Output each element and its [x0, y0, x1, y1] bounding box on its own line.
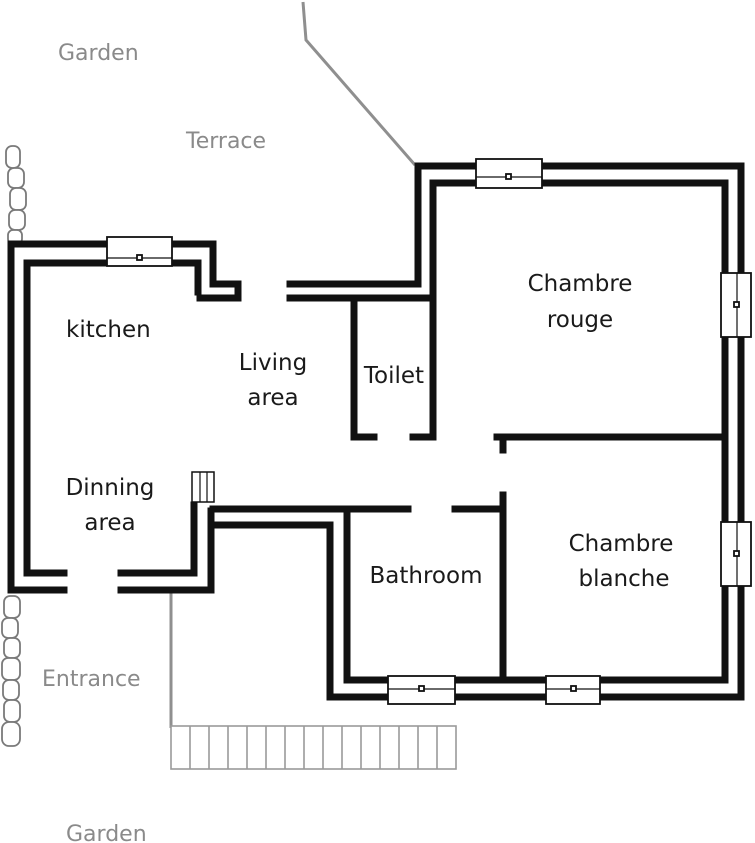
label-dinning-area-line2: area: [84, 510, 135, 536]
label-kitchen: kitchen: [66, 317, 151, 343]
label-toilet: Toilet: [363, 363, 424, 389]
stone-wall-lower: [1, 595, 21, 747]
label-bathroom: Bathroom: [370, 563, 483, 589]
label-chambre-blanche-line1: Chambre: [569, 531, 674, 557]
label-living-area-line2: area: [247, 385, 298, 411]
window-chambre-blanche-bottom: [545, 675, 601, 705]
entrance-steps: [170, 725, 457, 770]
window-chambre-blanche-right: [720, 521, 752, 587]
kitchen-door-marker: [191, 471, 215, 503]
label-living-area-line1: Living: [239, 350, 307, 376]
label-garden-top: Garden: [58, 41, 139, 66]
label-terrace: Terrace: [185, 129, 266, 154]
label-garden-bottom: Garden: [66, 822, 147, 843]
window-kitchen-top: [106, 236, 173, 267]
label-chambre-rouge-line2: rouge: [547, 307, 613, 333]
window-chambre-rouge-top: [475, 158, 543, 189]
window-bathroom-bottom: [387, 675, 456, 705]
label-dinning-area-line1: Dinning: [66, 475, 155, 501]
window-chambre-rouge-right: [720, 272, 752, 338]
label-chambre-blanche-line2: blanche: [578, 566, 669, 592]
label-entrance: Entrance: [42, 667, 141, 692]
stone-wall-upper: [5, 145, 27, 245]
label-chambre-rouge-line1: Chambre: [528, 271, 633, 297]
garden-path-top: [301, 1, 417, 166]
interior-walls: [343, 294, 729, 684]
main-walls: [207, 162, 745, 701]
kitchen-walls: [7, 240, 242, 594]
